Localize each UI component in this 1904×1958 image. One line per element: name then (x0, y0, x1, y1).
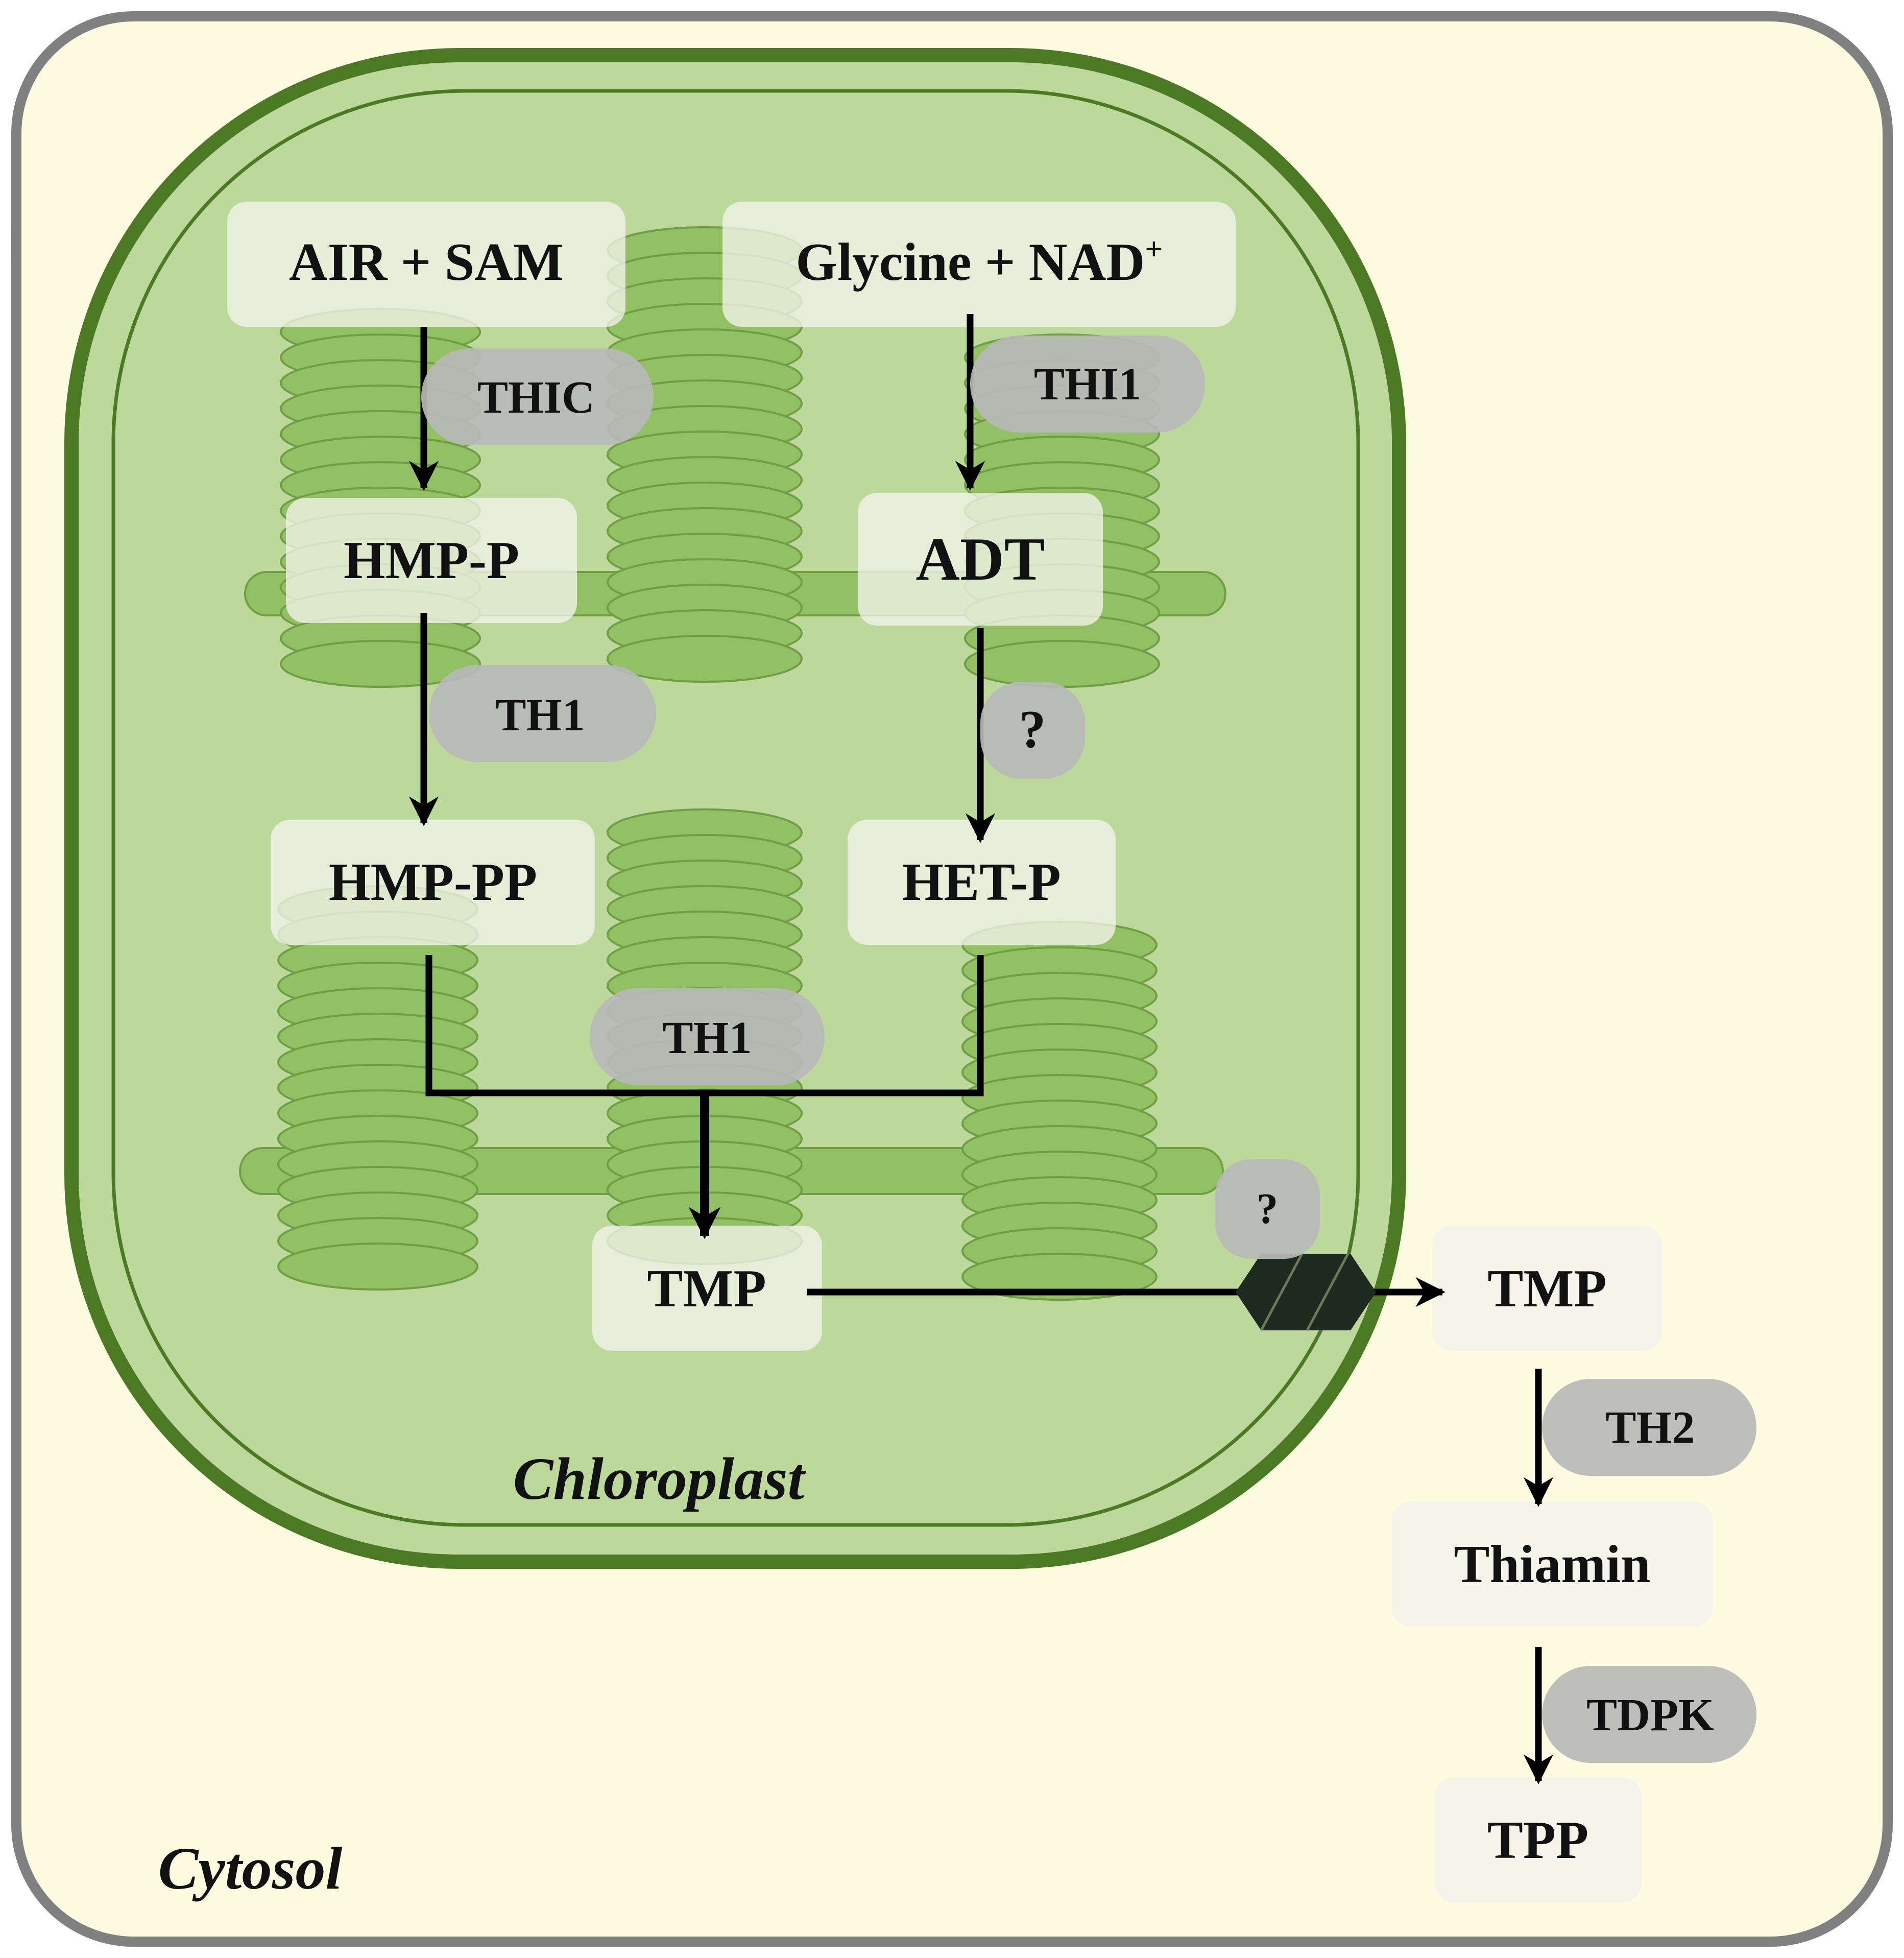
granum-middle-upper (607, 226, 803, 683)
enzyme-tdpk: TDPK (1586, 1690, 1714, 1740)
cytosol-metabolite-boxes (1391, 1226, 1713, 1902)
enzyme-unknown-a: ? (1019, 699, 1046, 759)
metabolite-thiamin: Thiamin (1454, 1534, 1650, 1594)
pill-th1-a (429, 665, 656, 762)
box-tmp-plastid (592, 1226, 822, 1351)
pill-unknown-transporter (1215, 1159, 1320, 1259)
thylakoid-disc (964, 640, 1160, 688)
box-thiamin (1391, 1501, 1713, 1627)
metabolite-tmp-plastid: TMP (647, 1258, 766, 1318)
box-hmp-pp (271, 820, 595, 945)
metabolite-hmp-pp: HMP-PP (329, 852, 537, 912)
enzyme-thi1: THI1 (1034, 359, 1141, 410)
metabolite-het-p: HET-P (902, 852, 1061, 912)
pill-thic (421, 348, 654, 445)
cytosol-label: Cytosol (158, 1835, 343, 1902)
box-tmp-cytosol (1432, 1226, 1662, 1351)
metabolite-tpp: TPP (1487, 1810, 1588, 1870)
box-hmp-p (286, 498, 577, 623)
box-tpp (1435, 1777, 1642, 1902)
glycine-nad-text: Glycine + NAD (796, 232, 1145, 292)
metabolite-hmp-p: HMP-P (344, 530, 519, 590)
box-adt (858, 493, 1103, 626)
box-glycine-nad (722, 202, 1236, 327)
enzyme-pills (421, 336, 1756, 1763)
enzyme-unknown-transporter: ? (1257, 1185, 1279, 1233)
pill-th1-b (590, 988, 825, 1085)
enzyme-th1-b: TH1 (662, 1013, 752, 1063)
thylakoid-disc (280, 640, 481, 688)
tmp-transporter-icon (1236, 1253, 1376, 1331)
metabolite-boxes (227, 202, 1236, 1351)
metabolite-glycine-nad: Glycine + NAD+ (796, 232, 1163, 292)
metabolite-tmp-cytosol: TMP (1487, 1258, 1606, 1318)
enzyme-thic: THIC (477, 372, 595, 423)
pill-thi1 (970, 336, 1205, 433)
thylakoid-disc (277, 1243, 478, 1291)
pill-unknown-a (980, 682, 1085, 779)
thylakoid-disc (607, 635, 803, 683)
metabolite-air-sam: AIR + SAM (289, 232, 564, 292)
chloroplast-label: Chloroplast (513, 1445, 806, 1512)
thylakoid-disc (961, 1253, 1158, 1301)
enzyme-th1-a: TH1 (495, 690, 585, 741)
nad-superscript: + (1145, 232, 1163, 267)
pill-th2 (1542, 1379, 1756, 1476)
pill-tdpk (1542, 1666, 1756, 1763)
granum-left-lower (277, 885, 478, 1291)
granum-right-lower (961, 921, 1158, 1301)
metabolite-adt: ADT (915, 525, 1045, 593)
chloroplast-inner-membrane (111, 89, 1360, 1527)
enzyme-th2: TH2 (1605, 1402, 1695, 1453)
box-het-p (848, 820, 1116, 945)
box-air-sam (227, 202, 625, 327)
